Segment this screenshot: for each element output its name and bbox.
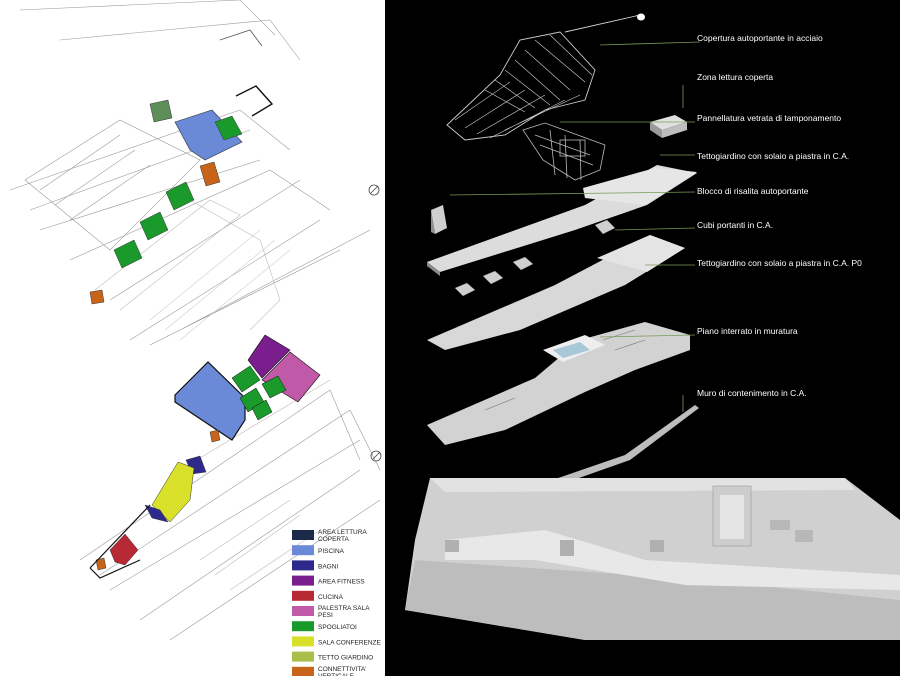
top-plan-zones <box>89 99 243 305</box>
top-site-plan <box>9 0 371 346</box>
legend-swatch <box>292 666 314 676</box>
legend-label: SPOGLIATOI <box>318 624 357 631</box>
annotation-label: Blocco di risalita autoportante <box>697 186 809 196</box>
physical-model <box>405 478 900 640</box>
glass-panel-frame <box>522 122 606 181</box>
annotation-label: Piano interrato in muratura <box>697 326 798 336</box>
legend-swatch <box>292 545 314 556</box>
legend-swatch <box>292 606 314 616</box>
legend-label: CUCINA <box>318 594 344 601</box>
legend-label: PISCINA <box>318 548 345 555</box>
roof-garden-upper <box>427 165 697 276</box>
legend-swatch <box>292 590 314 601</box>
annotation-label: Muro di contenimento in C.A. <box>697 388 807 398</box>
north-arrow-bottom <box>370 450 382 462</box>
annotation-leaders <box>449 41 701 412</box>
annotation-label: Pannellatura vetrata di tamponamento <box>697 113 841 123</box>
legend-swatch <box>292 651 314 662</box>
annotation-label: Tettogiardino con solaio a piastra in C.… <box>697 151 849 161</box>
stair-block <box>431 205 447 234</box>
legend-label: TETTO GIARDINO <box>318 655 373 662</box>
annotation-label: Copertura autoportante in acciaio <box>697 33 823 43</box>
roof-garden-p0 <box>427 235 685 350</box>
legend-swatch <box>292 575 314 586</box>
bottom-plan-zones <box>89 334 321 579</box>
annotation-label: Zona lettura coperta <box>697 72 773 82</box>
legend-swatch <box>292 560 314 571</box>
legend-swatch <box>292 621 314 632</box>
annotation-label: Tettogiardino con solaio a piastra in C.… <box>697 258 862 268</box>
legend-label: BAGNI <box>318 563 338 570</box>
load-bearing-cubes <box>454 219 616 297</box>
north-arrow-top <box>368 184 380 196</box>
basement-level <box>427 322 690 445</box>
legend-swatch <box>292 636 314 647</box>
annotation-label: Cubi portanti in C.A. <box>697 220 773 230</box>
legend-label: CONNETTIVITA'VERTICALE <box>318 666 366 676</box>
legend-label: AREA FITNESS <box>318 579 365 586</box>
legend-swatch <box>292 530 314 540</box>
steel-roof-structure <box>446 13 645 141</box>
legend-label: SALA CONFERENZE <box>318 639 382 646</box>
reading-zone-box <box>650 115 687 138</box>
